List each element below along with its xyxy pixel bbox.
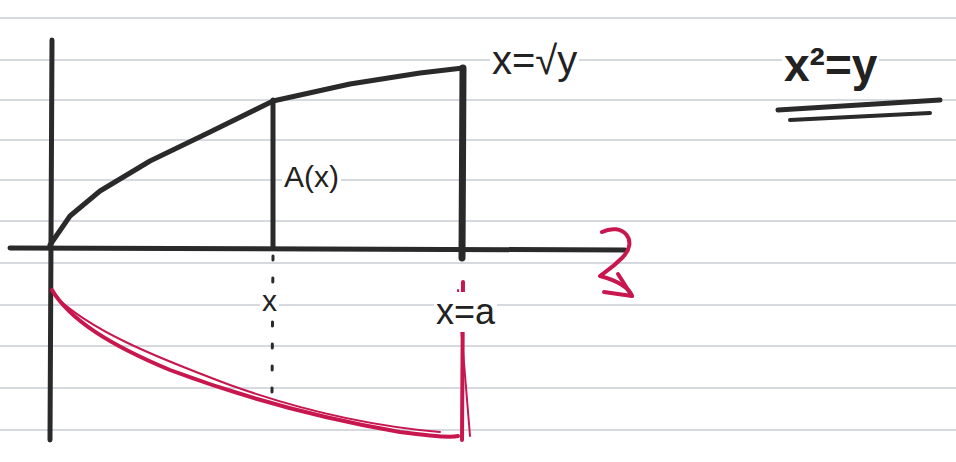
bound-label: x=a — [434, 292, 497, 332]
reflected-curve — [55, 296, 440, 432]
axis-label: x — [260, 284, 279, 317]
paper-rules — [0, 18, 956, 430]
rotation-arrowhead — [604, 274, 632, 296]
reflected-curve — [52, 290, 458, 437]
area-label: A(x) — [282, 160, 341, 193]
underline — [778, 100, 940, 110]
curve-label: x=√y — [490, 38, 579, 82]
x-axis — [10, 248, 625, 250]
slice-line — [271, 100, 276, 248]
boundary-line — [462, 68, 463, 258]
equation-label: x²=y — [782, 40, 879, 91]
curve — [50, 68, 463, 245]
dotted-guide — [272, 256, 273, 392]
underline — [790, 113, 930, 120]
rotation-arrow — [600, 229, 632, 296]
